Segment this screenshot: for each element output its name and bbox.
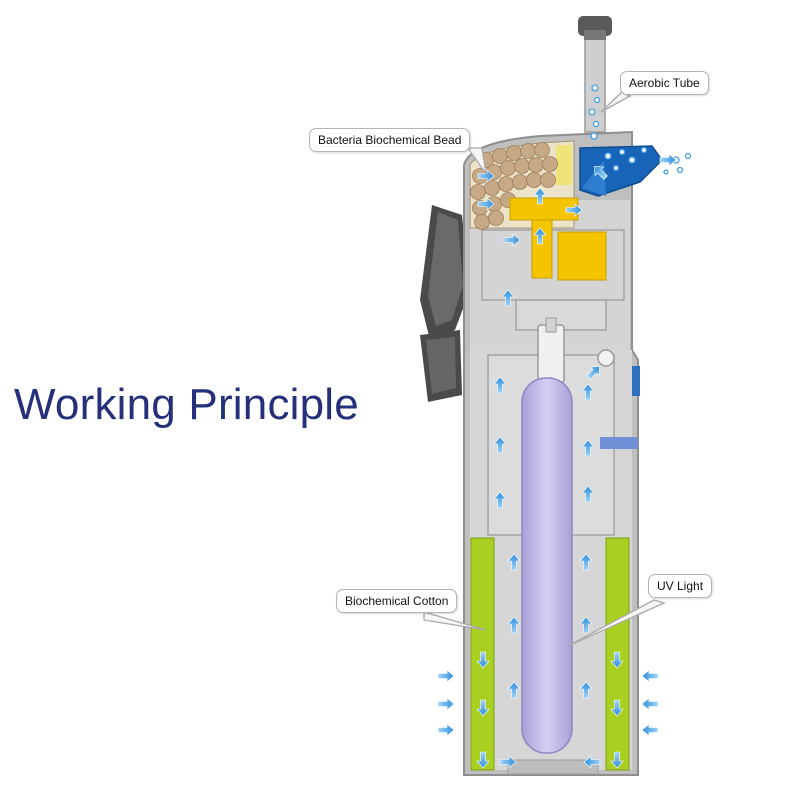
flow-arrow-icon	[641, 669, 659, 683]
bubble-icon	[663, 169, 669, 175]
bead-icon	[534, 142, 550, 158]
bubble-icon	[592, 120, 600, 128]
callout-biochemical-cotton: Biochemical Cotton	[336, 589, 458, 613]
bead-icon	[520, 143, 536, 159]
bead-icon	[484, 180, 500, 196]
bead-icon	[506, 145, 522, 161]
bubble-icon	[640, 146, 648, 154]
bubble-icon	[591, 84, 599, 92]
bacteria-beads	[470, 142, 558, 230]
bead-icon	[498, 176, 514, 192]
flow-arrow-icon	[437, 669, 455, 683]
flow-arrow-icon	[641, 723, 659, 737]
bubble-icon	[590, 132, 598, 140]
flow-arrow-icon	[659, 153, 677, 167]
bead-icon	[528, 157, 544, 173]
callout-aerobic-tube: Aerobic Tube	[620, 71, 709, 95]
page-title: Working Principle	[14, 380, 359, 429]
bubble-icon	[684, 152, 692, 160]
suction-bracket	[420, 205, 470, 402]
callout-bacteria-bead: Bacteria Biochemical Bead	[309, 128, 471, 152]
aerobic-tube	[578, 16, 612, 133]
bead-icon	[470, 184, 486, 200]
bead-icon	[500, 160, 516, 176]
bead-icon	[542, 156, 558, 172]
callout-uv-light: UV Light	[648, 574, 713, 598]
bead-icon	[526, 172, 542, 188]
bubble-icon	[593, 96, 601, 104]
bubble-icon	[588, 108, 596, 116]
flow-arrow-icon	[641, 697, 659, 711]
flow-arrow-icon	[437, 697, 455, 711]
bubble-icon	[676, 166, 684, 174]
bead-icon	[540, 172, 556, 188]
bubble-icon	[628, 156, 636, 164]
bubble-icon	[618, 148, 626, 156]
bubble-icon	[604, 152, 612, 160]
bead-icon	[474, 214, 490, 230]
bead-icon	[512, 174, 528, 190]
callout-leaders	[423, 91, 666, 647]
uv-light-lamp	[521, 317, 573, 754]
air-bubbles	[588, 84, 692, 175]
bead-icon	[514, 158, 530, 174]
bubble-icon	[612, 164, 620, 172]
bead-icon	[488, 210, 504, 226]
flow-arrow-icon	[437, 723, 455, 737]
